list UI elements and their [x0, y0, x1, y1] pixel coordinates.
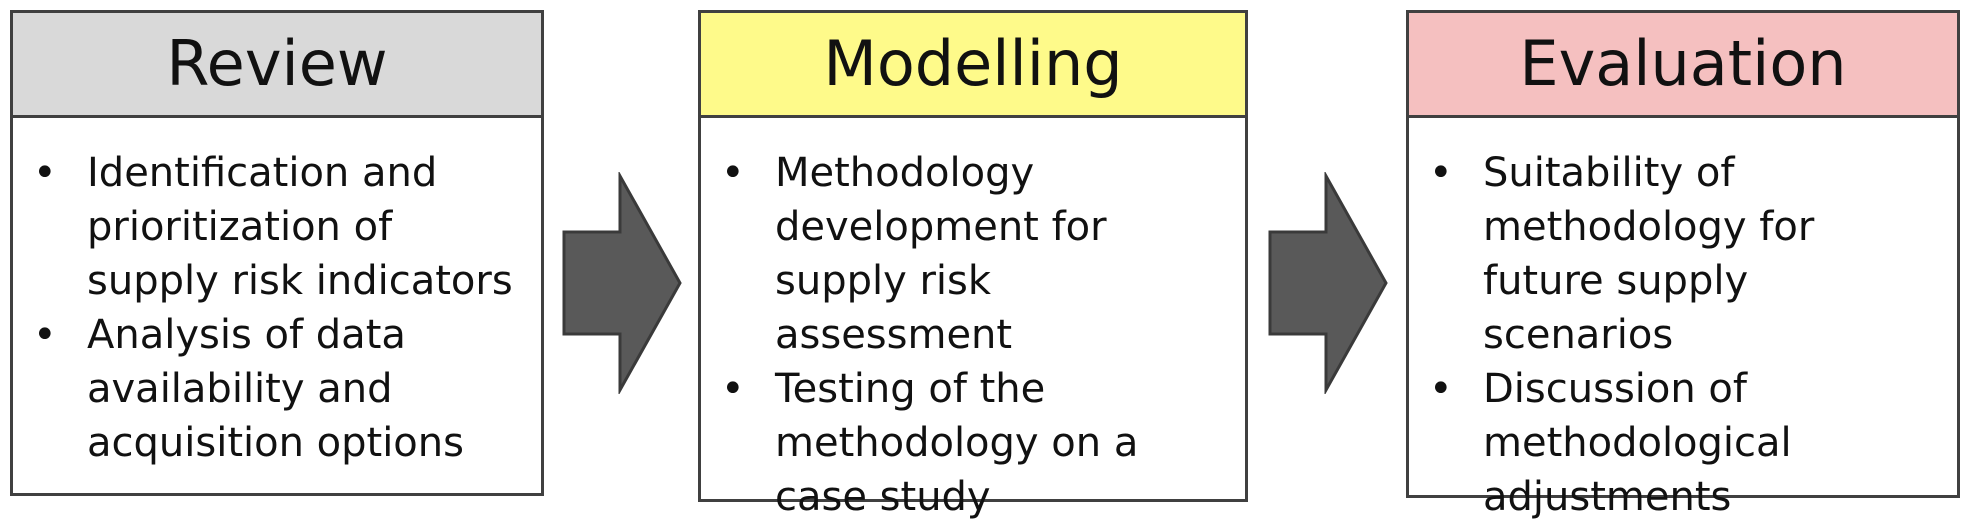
evaluation-stage-body: • Suitability of methodology for future …	[1409, 118, 1957, 524]
modelling-bullet-list: • Methodology development for supply ris…	[717, 146, 1229, 524]
bullet-icon: •	[33, 312, 57, 358]
bullet-text: Identification and prioritization of sup…	[87, 150, 513, 304]
evaluation-stage-title: Evaluation	[1409, 13, 1957, 118]
bullet-text: Testing of the methodology on a case stu…	[775, 366, 1139, 520]
right-arrow-icon	[562, 172, 682, 394]
review-stage-title: Review	[13, 13, 541, 118]
bullet-text: Discussion of methodological adjustments	[1483, 366, 1792, 520]
bullet-text: Suitability of methodology for future su…	[1483, 150, 1815, 358]
bullet-text: Methodology development for supply risk …	[775, 150, 1107, 358]
bullet-icon: •	[1429, 150, 1453, 196]
review-stage-body: • Identification and prioritization of s…	[13, 118, 541, 470]
bullet-icon: •	[721, 150, 745, 196]
evaluation-stage-box: Evaluation • Suitability of methodology …	[1406, 10, 1960, 520]
arrow-shape	[1268, 172, 1388, 394]
review-stage-box: Review • Identification and prioritizati…	[10, 10, 544, 496]
bullet-text: Analysis of data availability and acquis…	[87, 312, 464, 466]
modelling-stage-body: • Methodology development for supply ris…	[701, 118, 1245, 524]
modelling-stage-box: Modelling • Methodology development for …	[698, 10, 1248, 520]
bullet-icon: •	[721, 366, 745, 412]
list-item: • Methodology development for supply ris…	[717, 146, 1229, 362]
list-item: • Testing of the methodology on a case s…	[717, 362, 1229, 524]
right-arrow-icon	[1268, 172, 1388, 394]
review-bullet-list: • Identification and prioritization of s…	[29, 146, 525, 470]
list-item: • Analysis of data availability and acqu…	[29, 308, 525, 470]
arrow-shape	[562, 172, 682, 394]
modelling-stage-title: Modelling	[701, 13, 1245, 118]
bullet-icon: •	[33, 150, 57, 196]
bullet-icon: •	[1429, 366, 1453, 412]
list-item: • Discussion of methodological adjustmen…	[1425, 362, 1941, 524]
list-item: • Identification and prioritization of s…	[29, 146, 525, 308]
evaluation-bullet-list: • Suitability of methodology for future …	[1425, 146, 1941, 524]
list-item: • Suitability of methodology for future …	[1425, 146, 1941, 362]
